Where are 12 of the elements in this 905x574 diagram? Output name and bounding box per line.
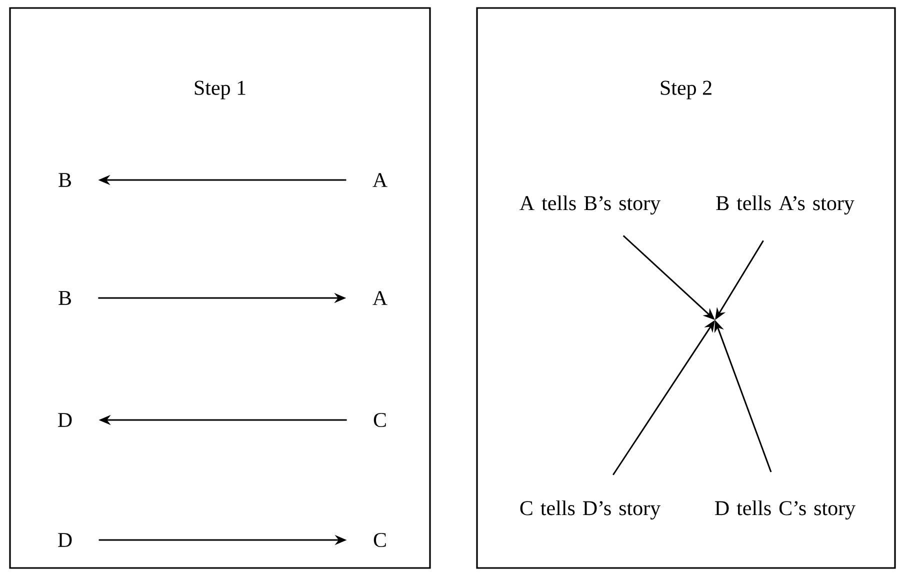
letter-label: D	[58, 533, 72, 547]
letter-label: D	[58, 413, 72, 427]
letter-label: C	[374, 532, 386, 548]
story-label: B tells A’s story	[716, 195, 854, 215]
story-label: A tells B’s story	[520, 195, 660, 215]
story-label: D tells C’s story	[715, 500, 856, 520]
letter-label: C	[374, 412, 386, 428]
letter-label: A	[372, 291, 388, 305]
story-label: C tells D’s story	[520, 500, 660, 520]
letter-label: A	[372, 173, 388, 187]
letter-label: B	[58, 173, 71, 187]
letter-label: B	[58, 291, 71, 305]
